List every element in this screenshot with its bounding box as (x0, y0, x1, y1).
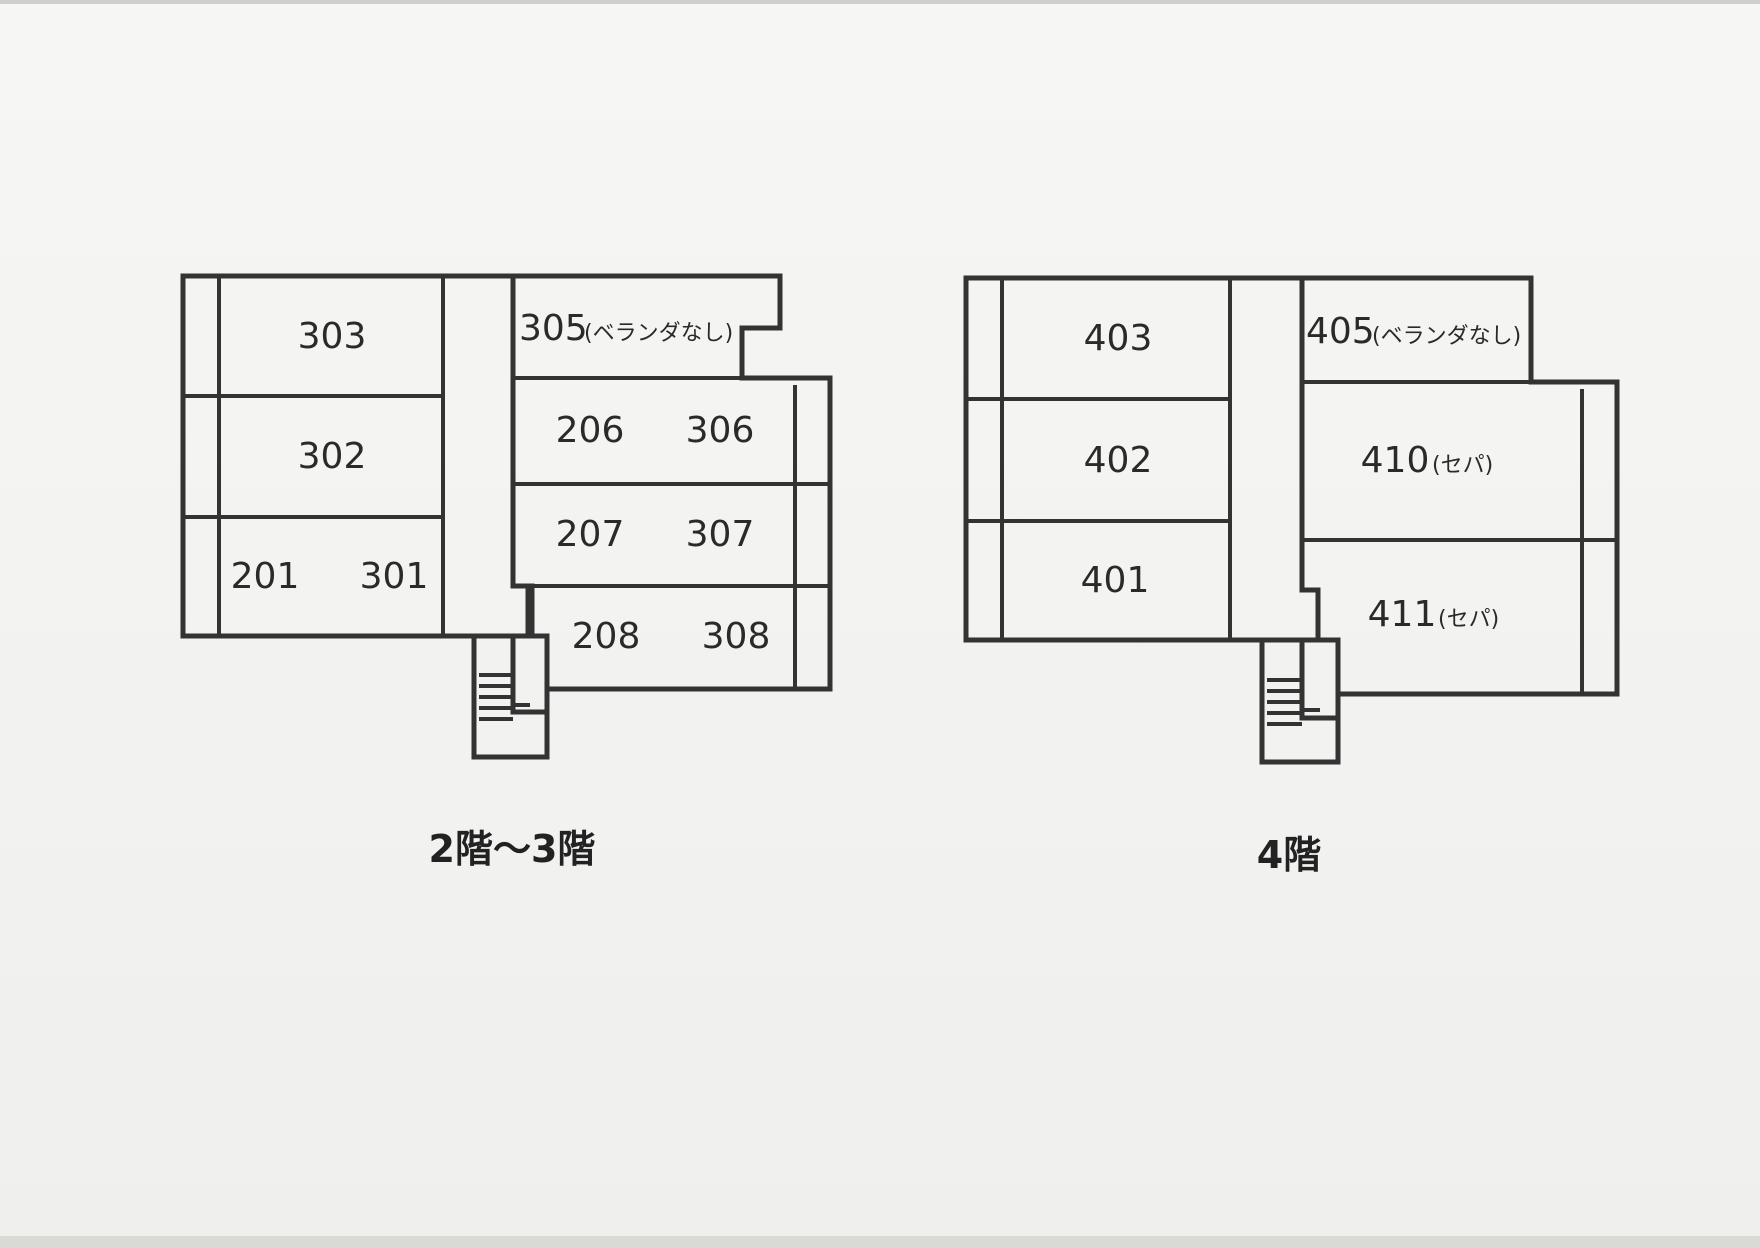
room-403-label: 403 (1084, 318, 1153, 359)
stair-core (510, 633, 550, 715)
room-405-label: 405 (1306, 311, 1375, 352)
room-410-note: (セパ) (1432, 453, 1493, 478)
room-303-label: 303 (298, 316, 367, 357)
stair-wall (1302, 637, 1341, 694)
room-208-label: 208 (572, 616, 641, 657)
room-308-label: 308 (702, 616, 771, 657)
room-405-note: (ベランダなし) (1372, 324, 1521, 349)
stair-wall (513, 633, 550, 757)
room-201-label: 201 (231, 556, 300, 597)
room-410-label: 410 (1361, 440, 1430, 481)
floor-plan-2f-3f: 303 302 201 301 305 (ベランダなし) 206 306 207… (180, 273, 833, 871)
caption-4f: 4階 (1257, 833, 1321, 877)
room-305-note: (ベランダなし) (584, 321, 733, 346)
room-411-note: (セパ) (1438, 607, 1499, 632)
stair-core (1299, 637, 1341, 721)
room-306-label: 306 (686, 410, 755, 451)
room-302-label: 302 (298, 436, 367, 477)
room-301-label: 301 (360, 556, 429, 597)
floor-plan-4f: 403 402 401 405 (ベランダなし) 410 (セパ) 411 (セ… (963, 275, 1620, 877)
room-305-label: 305 (519, 308, 588, 349)
room-402-label: 402 (1084, 440, 1153, 481)
room-207-label: 207 (556, 514, 625, 555)
room-206-label: 206 (556, 410, 625, 451)
room-307-label: 307 (686, 514, 755, 555)
caption-2f-3f: 2階～3階 (429, 827, 596, 871)
corridor-edge (1299, 278, 1321, 640)
top-edge (0, 0, 1760, 4)
bottom-edge (0, 1236, 1760, 1248)
room-401-label: 401 (1081, 560, 1150, 601)
room-411-label: 411 (1368, 594, 1437, 635)
